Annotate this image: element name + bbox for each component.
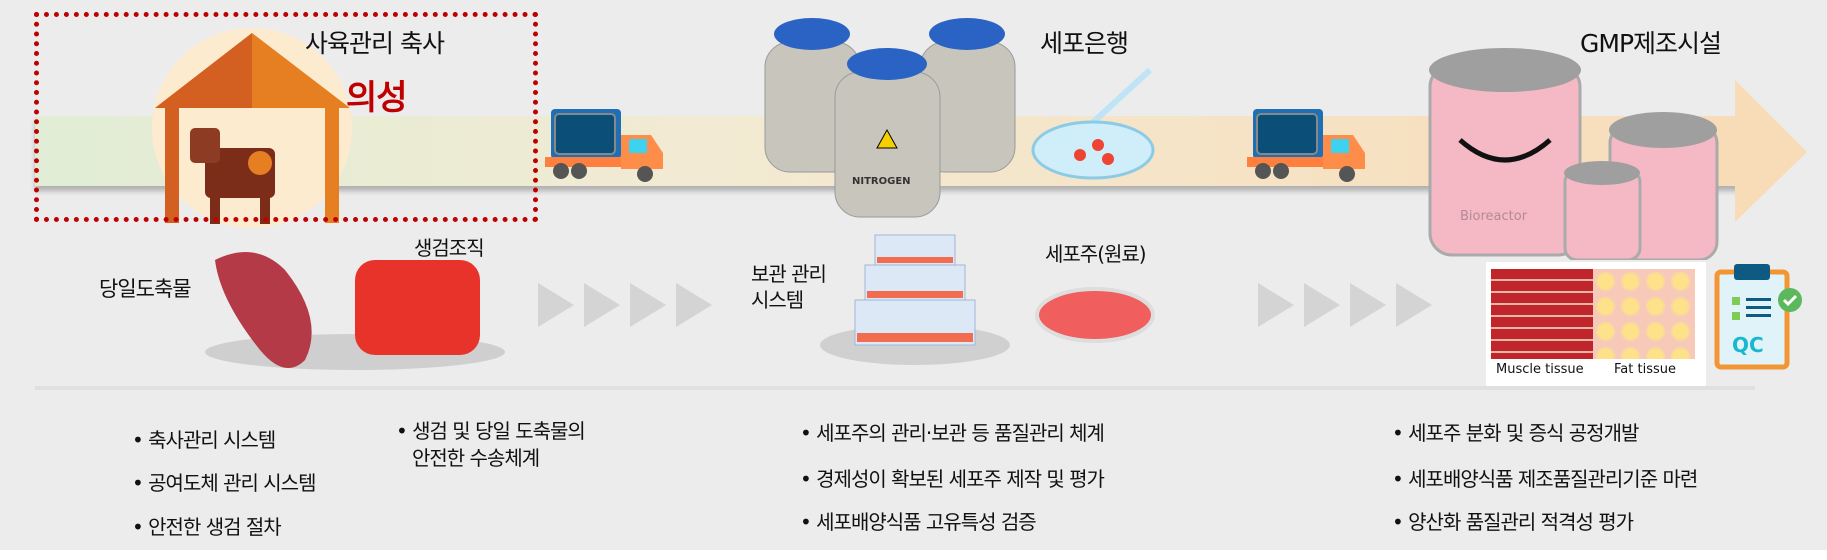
qc-clipboard-icon: QC — [1714, 264, 1802, 370]
bullet-item: • 공여도체 관리 시스템 — [132, 471, 316, 495]
same-day-slaughter-label: 당일도축물 — [99, 277, 192, 301]
muscle-tissue-label: Muscle tissue — [1496, 362, 1584, 377]
chevron-right-icon — [1258, 283, 1294, 327]
bullet-item: • 경제성이 확보된 세포주 제작 및 평가 — [800, 467, 1105, 491]
biopsy-tissue-label: 생검조직 — [414, 236, 485, 260]
fat-tissue-image — [1593, 269, 1695, 359]
storage-system-label-2: 시스템 — [751, 288, 804, 312]
bullet-item: • 세포배양식품 제조품질관리기준 마련 — [1392, 467, 1698, 491]
chevron-right-icon — [630, 283, 666, 327]
qc-label: QC — [1732, 333, 1764, 357]
bullet-item: • 안전한 생검 절차 — [132, 515, 282, 539]
bullet-item: • 세포주의 관리·보관 등 품질관리 체계 — [800, 421, 1105, 445]
bullet-item: 안전한 수송체계 — [412, 446, 540, 470]
truck-icon-2 — [1247, 109, 1365, 182]
divider — [35, 386, 1755, 390]
chevron-right-icon — [1304, 283, 1340, 327]
chevron-right-icon — [1396, 283, 1432, 327]
bullet-item: • 생검 및 당일 도축물의 — [396, 419, 586, 443]
truck-icon — [545, 109, 663, 182]
petri-dish-pipette-icon — [1031, 67, 1155, 180]
bullet-item: • 세포배양식품 고유특성 검증 — [800, 510, 1037, 534]
bullet-item: • 세포주 분화 및 증식 공정개발 — [1392, 421, 1639, 445]
bullet-item: • 양산화 품질관리 적격성 평가 — [1392, 510, 1634, 534]
bioreactor-label: Bioreactor — [1460, 209, 1528, 224]
meat-and-tissue-icon — [205, 252, 505, 370]
cell-line-label: 세포주(원료) — [1045, 242, 1147, 266]
cell-bank-title: 세포은행 — [1040, 29, 1129, 58]
flow-arrowhead — [1735, 80, 1807, 222]
muscle-tissue-image — [1491, 269, 1593, 359]
bullet-item: • 축사관리 시스템 — [132, 428, 276, 452]
storage-system-label-1: 보관 관리 — [751, 262, 827, 286]
farm-title: 사육관리 축사 — [305, 29, 445, 58]
cell-culture-dish-icon — [1035, 287, 1155, 343]
chevron-right-icon — [538, 283, 574, 327]
bioreactors-icon: Bioreactor — [1428, 48, 1719, 260]
highlight-box-farm — [34, 12, 538, 222]
barn-cow-icon — [152, 28, 352, 228]
chevron-right-icon — [676, 283, 712, 327]
fat-tissue-label: Fat tissue — [1614, 362, 1676, 377]
chevron-right-icon — [584, 283, 620, 327]
farm-location: 의성 — [346, 78, 408, 118]
nitrogen-tanks-icon: NITROGEN — [764, 18, 1016, 218]
chevron-right-icon — [1350, 283, 1386, 327]
culture-flasks-icon — [820, 234, 1010, 365]
tissue-image: Muscle tissue Fat tissue — [1486, 262, 1706, 386]
gmp-title: GMP제조시설 — [1580, 29, 1722, 58]
nitrogen-label: NITROGEN — [852, 176, 911, 187]
